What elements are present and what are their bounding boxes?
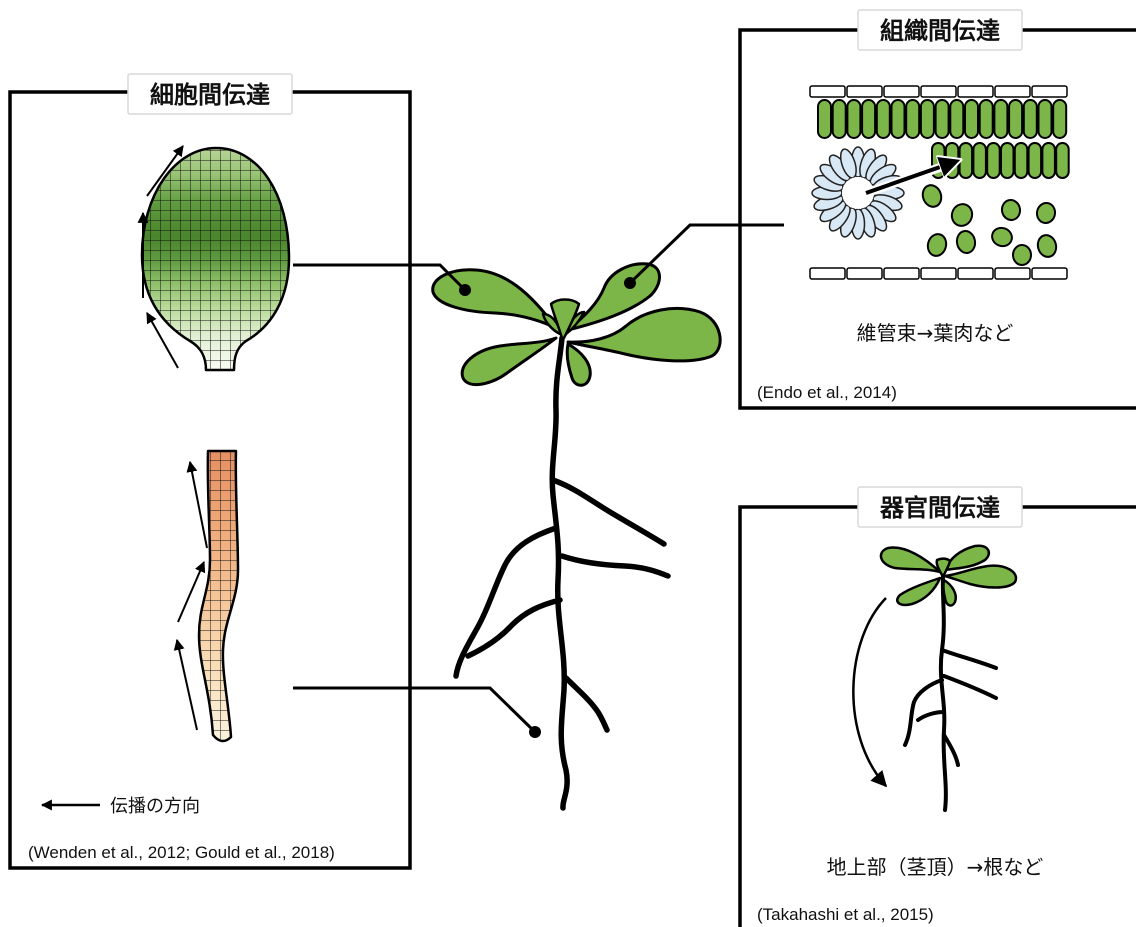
palisade-cell (877, 100, 890, 138)
spongy-cell (925, 232, 948, 258)
lateral-root (553, 480, 664, 544)
shoot-to-root-arrow (853, 598, 886, 786)
whole-plant (433, 264, 720, 808)
rosette-leaf (881, 548, 940, 572)
spongy-cell (990, 225, 1015, 249)
lateral-root (468, 600, 560, 656)
main-root (552, 338, 567, 808)
cell-panel-citation: (Wenden et al., 2012; Gould et al., 2018… (28, 843, 335, 862)
spongy-cell (1000, 199, 1021, 222)
title-text: 細胞間伝達 (150, 81, 270, 109)
palisade-cell (1009, 100, 1022, 138)
title-text: 器官間伝達 (879, 494, 1000, 522)
root-propagation-arrow (177, 640, 197, 730)
palisade-cell (936, 100, 949, 138)
spongy-cell (1013, 245, 1031, 265)
lateral-root (562, 556, 668, 576)
palisade-cell (987, 143, 1000, 178)
epidermis-cell (995, 86, 1030, 97)
palisade-cell (847, 100, 860, 138)
leaf-cell-grid (140, 146, 292, 372)
legend-label: 伝播の方向 (110, 796, 200, 817)
rosette-leaf (567, 344, 590, 385)
upper-epidermis (810, 86, 1067, 97)
connector-dot (459, 284, 471, 296)
rosette-leaf (433, 270, 556, 328)
palisade-cell (973, 143, 986, 178)
palisade-cell (960, 143, 973, 178)
palisade-cell (921, 100, 934, 138)
epidermis-cell (847, 268, 882, 279)
propagation-legend: 伝播の方向 (42, 796, 200, 817)
tissue-caption: 維管束→葉肉など (857, 321, 1014, 345)
palisade-cell (1029, 143, 1042, 178)
epidermis-cell (884, 268, 919, 279)
lateral-root (944, 676, 996, 698)
organ-panel-citation: (Takahashi et al., 2015) (757, 905, 934, 924)
tissue-panel-title: 組織間伝達 (858, 10, 1022, 50)
spongy-cell (1035, 202, 1056, 225)
plant-roots (456, 338, 668, 808)
rosette-leaf (943, 580, 955, 605)
tissue-panel-citation: (Endo et al., 2014) (757, 383, 897, 402)
spongy-cell (1035, 233, 1058, 259)
lateral-root (918, 712, 944, 720)
spongy-cell (920, 183, 944, 210)
organ-caption: 地上部（茎頂）→根など (827, 855, 1044, 879)
rosette-leaf (462, 338, 556, 385)
spongy-cell (949, 201, 975, 229)
palisade-cell (1053, 100, 1066, 138)
spongy-mesophyll (920, 183, 1059, 265)
palisade-cell (892, 100, 905, 138)
epidermis-cell (1032, 86, 1067, 97)
root-propagation-arrow (190, 462, 207, 548)
lateral-root (942, 650, 996, 668)
palisade-cell (1056, 143, 1069, 178)
lower-epidermis (810, 268, 1067, 279)
small-plant (881, 546, 1016, 810)
root-connector (293, 688, 541, 738)
cell-panel-title: 細胞間伝達 (128, 74, 292, 114)
epidermis-cell (810, 268, 845, 279)
spongy-cell (955, 230, 977, 255)
epidermis-cell (995, 268, 1030, 279)
palisade-cell (818, 100, 831, 138)
epidermis-cell (921, 86, 956, 97)
palisade-cell (980, 100, 993, 138)
palisade-cell (1015, 143, 1028, 178)
palisade-cell (906, 100, 919, 138)
epidermis-cell (884, 86, 919, 97)
palisade-cell (950, 100, 963, 138)
palisade-cell (1039, 100, 1052, 138)
rosette-leaf (897, 578, 940, 605)
title-text: 組織間伝達 (880, 17, 1000, 45)
organ-panel-title: 器官間伝達 (858, 487, 1022, 527)
main-root (941, 575, 946, 810)
plant-rosette (433, 264, 720, 386)
epidermis-cell (958, 268, 993, 279)
epidermis-cell (921, 268, 956, 279)
leaf-cross-section (810, 86, 1069, 279)
vascular-bundle (812, 147, 904, 239)
connector-line (293, 688, 535, 732)
lateral-root (566, 678, 607, 730)
epidermis-cell (958, 86, 993, 97)
connector-dot (624, 277, 636, 289)
epidermis-cell (1032, 268, 1067, 279)
connector-dot (529, 726, 541, 738)
palisade-layer (818, 100, 1066, 138)
palisade-cell (833, 100, 846, 138)
palisade-cell (862, 100, 875, 138)
epidermis-cell (810, 86, 845, 97)
palisade-cell (1001, 143, 1014, 178)
root-cell-grid (195, 448, 243, 748)
palisade-cell (1024, 100, 1037, 138)
epidermis-cell (847, 86, 882, 97)
palisade-cell (994, 100, 1007, 138)
palisade-cell (1042, 143, 1055, 178)
palisade-cell (965, 100, 978, 138)
